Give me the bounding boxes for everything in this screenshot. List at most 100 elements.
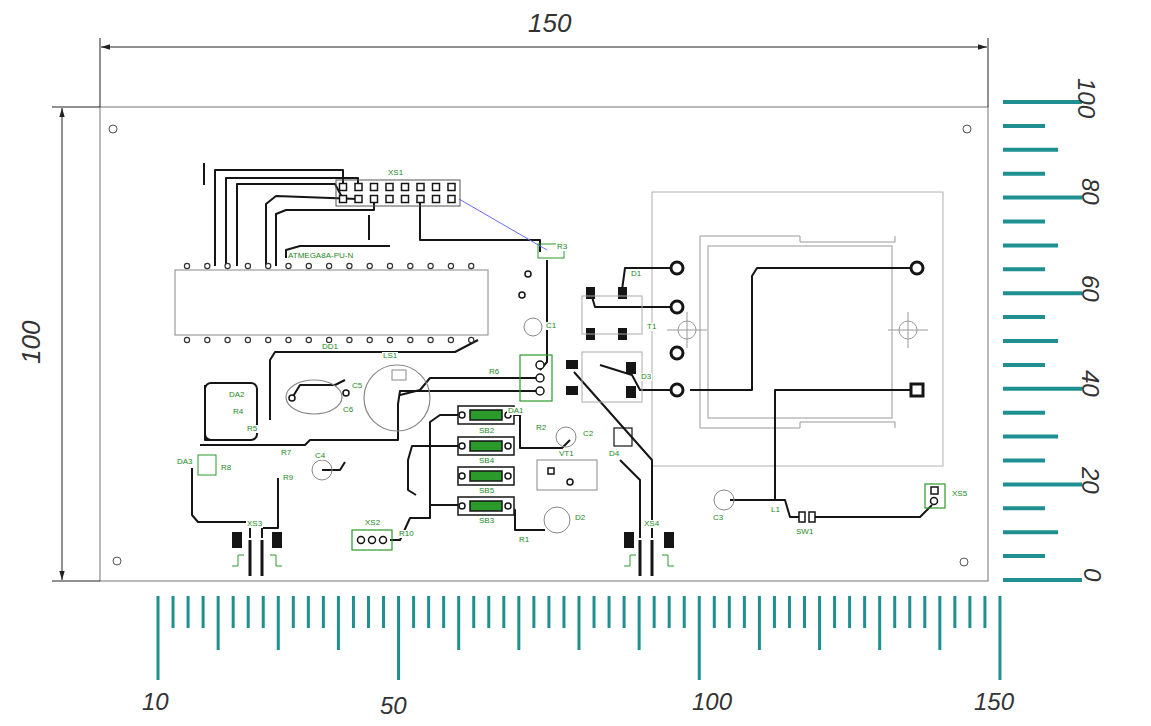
- ruler-tick: [728, 596, 731, 628]
- ruler-tick: [232, 596, 235, 628]
- ic-pin: [205, 263, 210, 268]
- ruler-tick: [1003, 578, 1082, 582]
- smd-pad: [618, 287, 627, 299]
- ic-pin: [469, 337, 474, 342]
- ruler-tick: [532, 596, 535, 628]
- dimension-value: 10: [142, 690, 169, 714]
- part-designator: XS5: [951, 490, 968, 498]
- crosshair: [908, 312, 909, 348]
- ic-pin: [428, 337, 433, 342]
- track: [192, 468, 250, 538]
- part-designator: ATMEGA8A-PU-N: [287, 252, 354, 260]
- ic-pin: [387, 263, 392, 268]
- part-designator: C2: [582, 430, 594, 438]
- part-designator: SW1: [795, 528, 814, 536]
- jack-outline: [624, 555, 636, 566]
- part-designator: SB2: [478, 427, 495, 435]
- dimension-value: 100: [18, 321, 44, 364]
- transistor-outline: [537, 460, 597, 490]
- jack-pin: [639, 540, 642, 576]
- track: [408, 446, 462, 495]
- track: [203, 163, 205, 185]
- dimension-value: 60: [1078, 275, 1102, 302]
- capacitor-outline: [714, 490, 734, 510]
- pad: [931, 487, 938, 494]
- mount-hole: [960, 558, 968, 566]
- pad: [671, 384, 683, 396]
- track: [622, 268, 677, 290]
- ruler-tick: [818, 596, 821, 650]
- part-designator: R5: [246, 425, 258, 433]
- track: [812, 505, 932, 517]
- ruler-tick: [1003, 172, 1045, 176]
- ic-pin: [225, 337, 230, 342]
- ruler-tick: [337, 596, 340, 650]
- ruler-tick: [412, 596, 415, 628]
- ruler-tick: [1003, 387, 1082, 391]
- ruler-tick: [968, 596, 971, 628]
- part-designator: R1: [518, 536, 530, 544]
- ruler-tick: [172, 596, 175, 628]
- ruler-tick: [397, 596, 400, 680]
- ruler-tick: [157, 596, 160, 680]
- ic-pin: [266, 263, 271, 268]
- header-pin: [355, 184, 362, 191]
- dimension-value: 150: [974, 690, 1014, 714]
- bobbin-outline: [700, 236, 701, 428]
- ruler-tick: [1003, 506, 1045, 510]
- dimension-line: [62, 108, 63, 580]
- ruler-tick: [668, 596, 671, 628]
- pad: [536, 374, 544, 382]
- ruler-tick: [577, 596, 580, 650]
- header-pin: [371, 184, 378, 191]
- jack-outline: [232, 555, 244, 566]
- part-designator: T1: [646, 323, 657, 331]
- part-designator: SB3: [478, 517, 495, 525]
- track: [600, 365, 677, 390]
- ruler-ticks: [158, 102, 1082, 680]
- ic-pin: [327, 263, 332, 268]
- track: [390, 505, 430, 540]
- pad: [671, 262, 683, 274]
- smd-pad: [586, 287, 595, 299]
- smd-pad: [566, 386, 578, 395]
- track: [730, 500, 800, 517]
- ic-pin: [448, 263, 453, 268]
- ic-outline: [198, 455, 216, 475]
- ic-pin: [428, 263, 433, 268]
- part-designator: DA1: [507, 407, 525, 415]
- track: [322, 462, 345, 470]
- ruler-tick: [1003, 363, 1045, 367]
- capacitor-outline: [312, 460, 332, 480]
- ruler-tick: [998, 596, 1001, 680]
- pad: [525, 271, 531, 277]
- header-pin: [371, 196, 378, 203]
- ruler-tick: [608, 596, 611, 628]
- jack-pad: [624, 532, 634, 548]
- header-pin: [448, 196, 455, 203]
- jack-pin: [261, 540, 264, 576]
- ic-pin: [367, 263, 372, 268]
- ruler-tick: [562, 596, 565, 628]
- header-pin: [355, 196, 362, 203]
- crosshair: [687, 312, 688, 348]
- part-designator: R9: [282, 474, 294, 482]
- ruler-tick: [863, 596, 866, 628]
- pad: [911, 262, 923, 274]
- part-designator: XS3: [246, 520, 263, 528]
- pad: [567, 479, 573, 485]
- track: [205, 385, 218, 440]
- ruler-tick: [502, 596, 505, 628]
- part-designator: C1: [545, 322, 557, 330]
- track: [590, 290, 677, 307]
- button-body: [470, 501, 502, 511]
- part-designator: R6: [488, 368, 500, 376]
- pad: [358, 537, 365, 544]
- bridge-outline: [582, 296, 642, 334]
- part-designator: LS1: [382, 352, 398, 360]
- pad: [809, 512, 815, 522]
- part-designator: R3: [556, 243, 568, 251]
- header-pin: [340, 184, 347, 191]
- smd-pad: [626, 362, 636, 374]
- ic-body: [175, 270, 488, 335]
